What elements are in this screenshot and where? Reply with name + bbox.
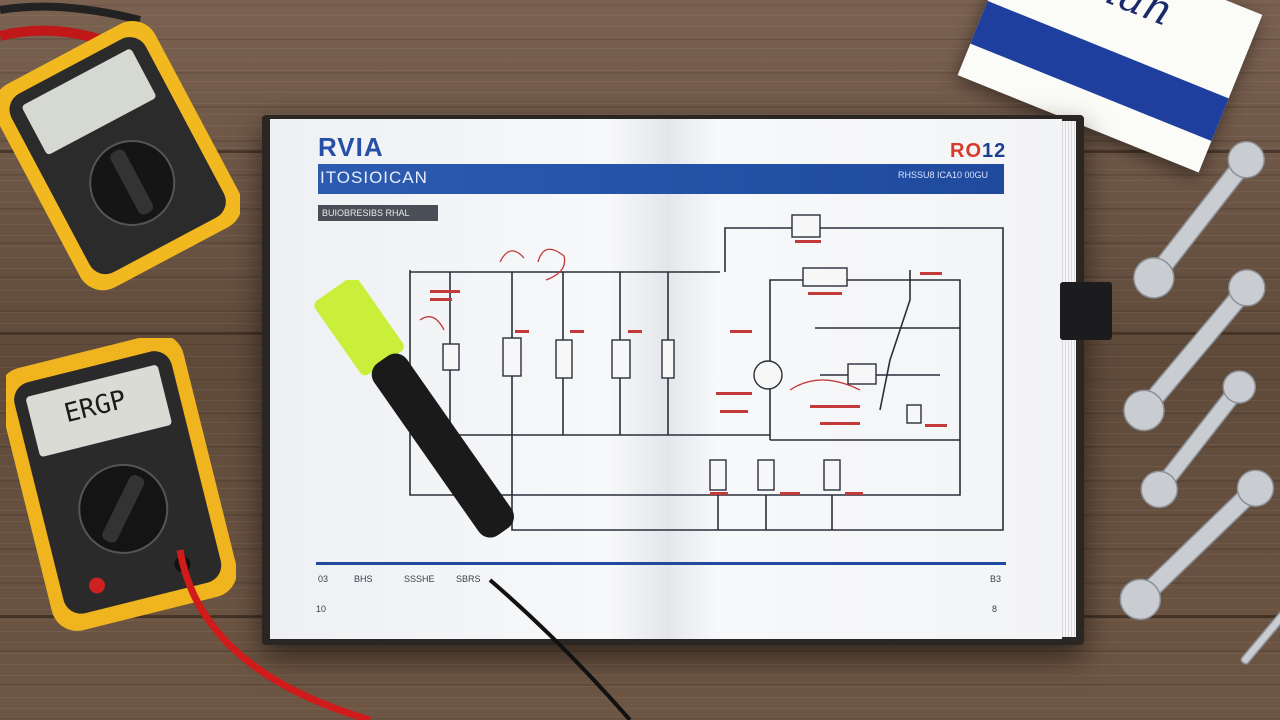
highlighter-cord: [488, 578, 632, 720]
probe-lead: [176, 549, 371, 720]
red-annotation-text: [430, 290, 460, 293]
multimeter-icon: [6, 338, 236, 631]
red-annotation-mark: [789, 379, 861, 391]
component-block: [709, 459, 727, 491]
manual-title-text: ITOSIOICAN: [320, 168, 428, 187]
wrench-ring: [1236, 469, 1275, 507]
red-annotation-loop: [499, 250, 525, 263]
bookmark-clip: [1060, 282, 1112, 340]
red-annotation-text: [430, 298, 452, 301]
red-annotation-text: [730, 330, 752, 333]
red-annotation-text: [810, 405, 860, 408]
circuit-loop: [409, 270, 961, 496]
footer-label: SBRS: [456, 574, 481, 584]
circuit-wire: [511, 227, 1004, 531]
manual-brand: RVIA: [318, 132, 384, 162]
wrench-ring: [1222, 370, 1257, 404]
wrench-ring: [1227, 140, 1265, 179]
red-annotation-mark: [419, 316, 445, 331]
page-number-right: 8: [992, 604, 998, 614]
footer-label: BHS: [354, 574, 373, 584]
component-block: [555, 339, 573, 379]
multimeter-icon: [0, 2, 240, 291]
component-block: [611, 339, 631, 379]
red-annotation-text: [570, 330, 584, 333]
manual-title-bar: [318, 164, 1004, 194]
wrench-jaw: [1140, 470, 1178, 509]
component-motor: [753, 360, 783, 390]
notepad-word: Plan: [1074, 0, 1179, 35]
manual-title-right: RHSSU8 ICA10 00GU: [898, 170, 989, 180]
wrench-jaw: [1133, 257, 1175, 299]
red-annotation-text: [795, 240, 821, 243]
wrench-ring: [1228, 269, 1266, 307]
red-annotation-text: [710, 492, 728, 495]
probe-jack: [89, 577, 106, 594]
highlighter-body: [371, 353, 514, 538]
page-code-blue: 12: [982, 140, 1007, 162]
probe-lead: [0, 2, 141, 24]
dial-knob: [110, 149, 154, 215]
red-annotation-text: [925, 424, 947, 427]
wrench-jaw: [1123, 389, 1165, 432]
red-annotation-text: [720, 410, 748, 413]
red-annotation-text: [515, 330, 529, 333]
red-annotation-text: [628, 330, 642, 333]
multimeter-screen: [22, 49, 156, 155]
red-annotation-text: [780, 492, 800, 495]
screwdriver-shaft: [1240, 599, 1280, 665]
probe-lead-wire: [176, 549, 371, 720]
red-annotation-text: [820, 422, 860, 425]
component-block: [757, 459, 775, 491]
wiring-manual: [262, 115, 1084, 645]
wrench-jaw: [1119, 578, 1162, 621]
manual-page-code: RO12: [950, 140, 1006, 163]
page-code-red: RO: [950, 140, 982, 162]
page-edges: [1062, 121, 1076, 637]
circuit-wire: [879, 270, 911, 411]
component-block: [802, 267, 848, 287]
multimeter-screen: [26, 365, 172, 457]
red-annotation-text: [920, 272, 942, 275]
footer-label-right: B3: [990, 574, 1002, 584]
component-block: [847, 363, 877, 385]
manual-footer-bar: [316, 562, 1006, 565]
wrench-set: [1119, 140, 1280, 665]
footer-label: 03: [318, 574, 329, 584]
highlighter-icon: [314, 280, 632, 720]
red-annotation-text: [845, 492, 863, 495]
wiring-diagram: [409, 214, 1004, 531]
red-annotation-text: [716, 392, 752, 395]
red-annotation-loop: [537, 248, 566, 281]
component-block: [791, 214, 821, 238]
dial-knob: [102, 475, 145, 543]
red-annotation-text: [808, 292, 842, 295]
component-block: [906, 404, 922, 424]
component-block: [502, 337, 522, 377]
footer-label: SSSHE: [404, 574, 435, 584]
highlighter-cap: [314, 280, 404, 376]
manual-sub-label: BUIOBRESIBS RHAL: [318, 205, 438, 221]
component-block: [823, 459, 841, 491]
component-block: [661, 339, 675, 379]
page-number-left: 10: [316, 604, 327, 614]
component-block: [442, 343, 460, 371]
